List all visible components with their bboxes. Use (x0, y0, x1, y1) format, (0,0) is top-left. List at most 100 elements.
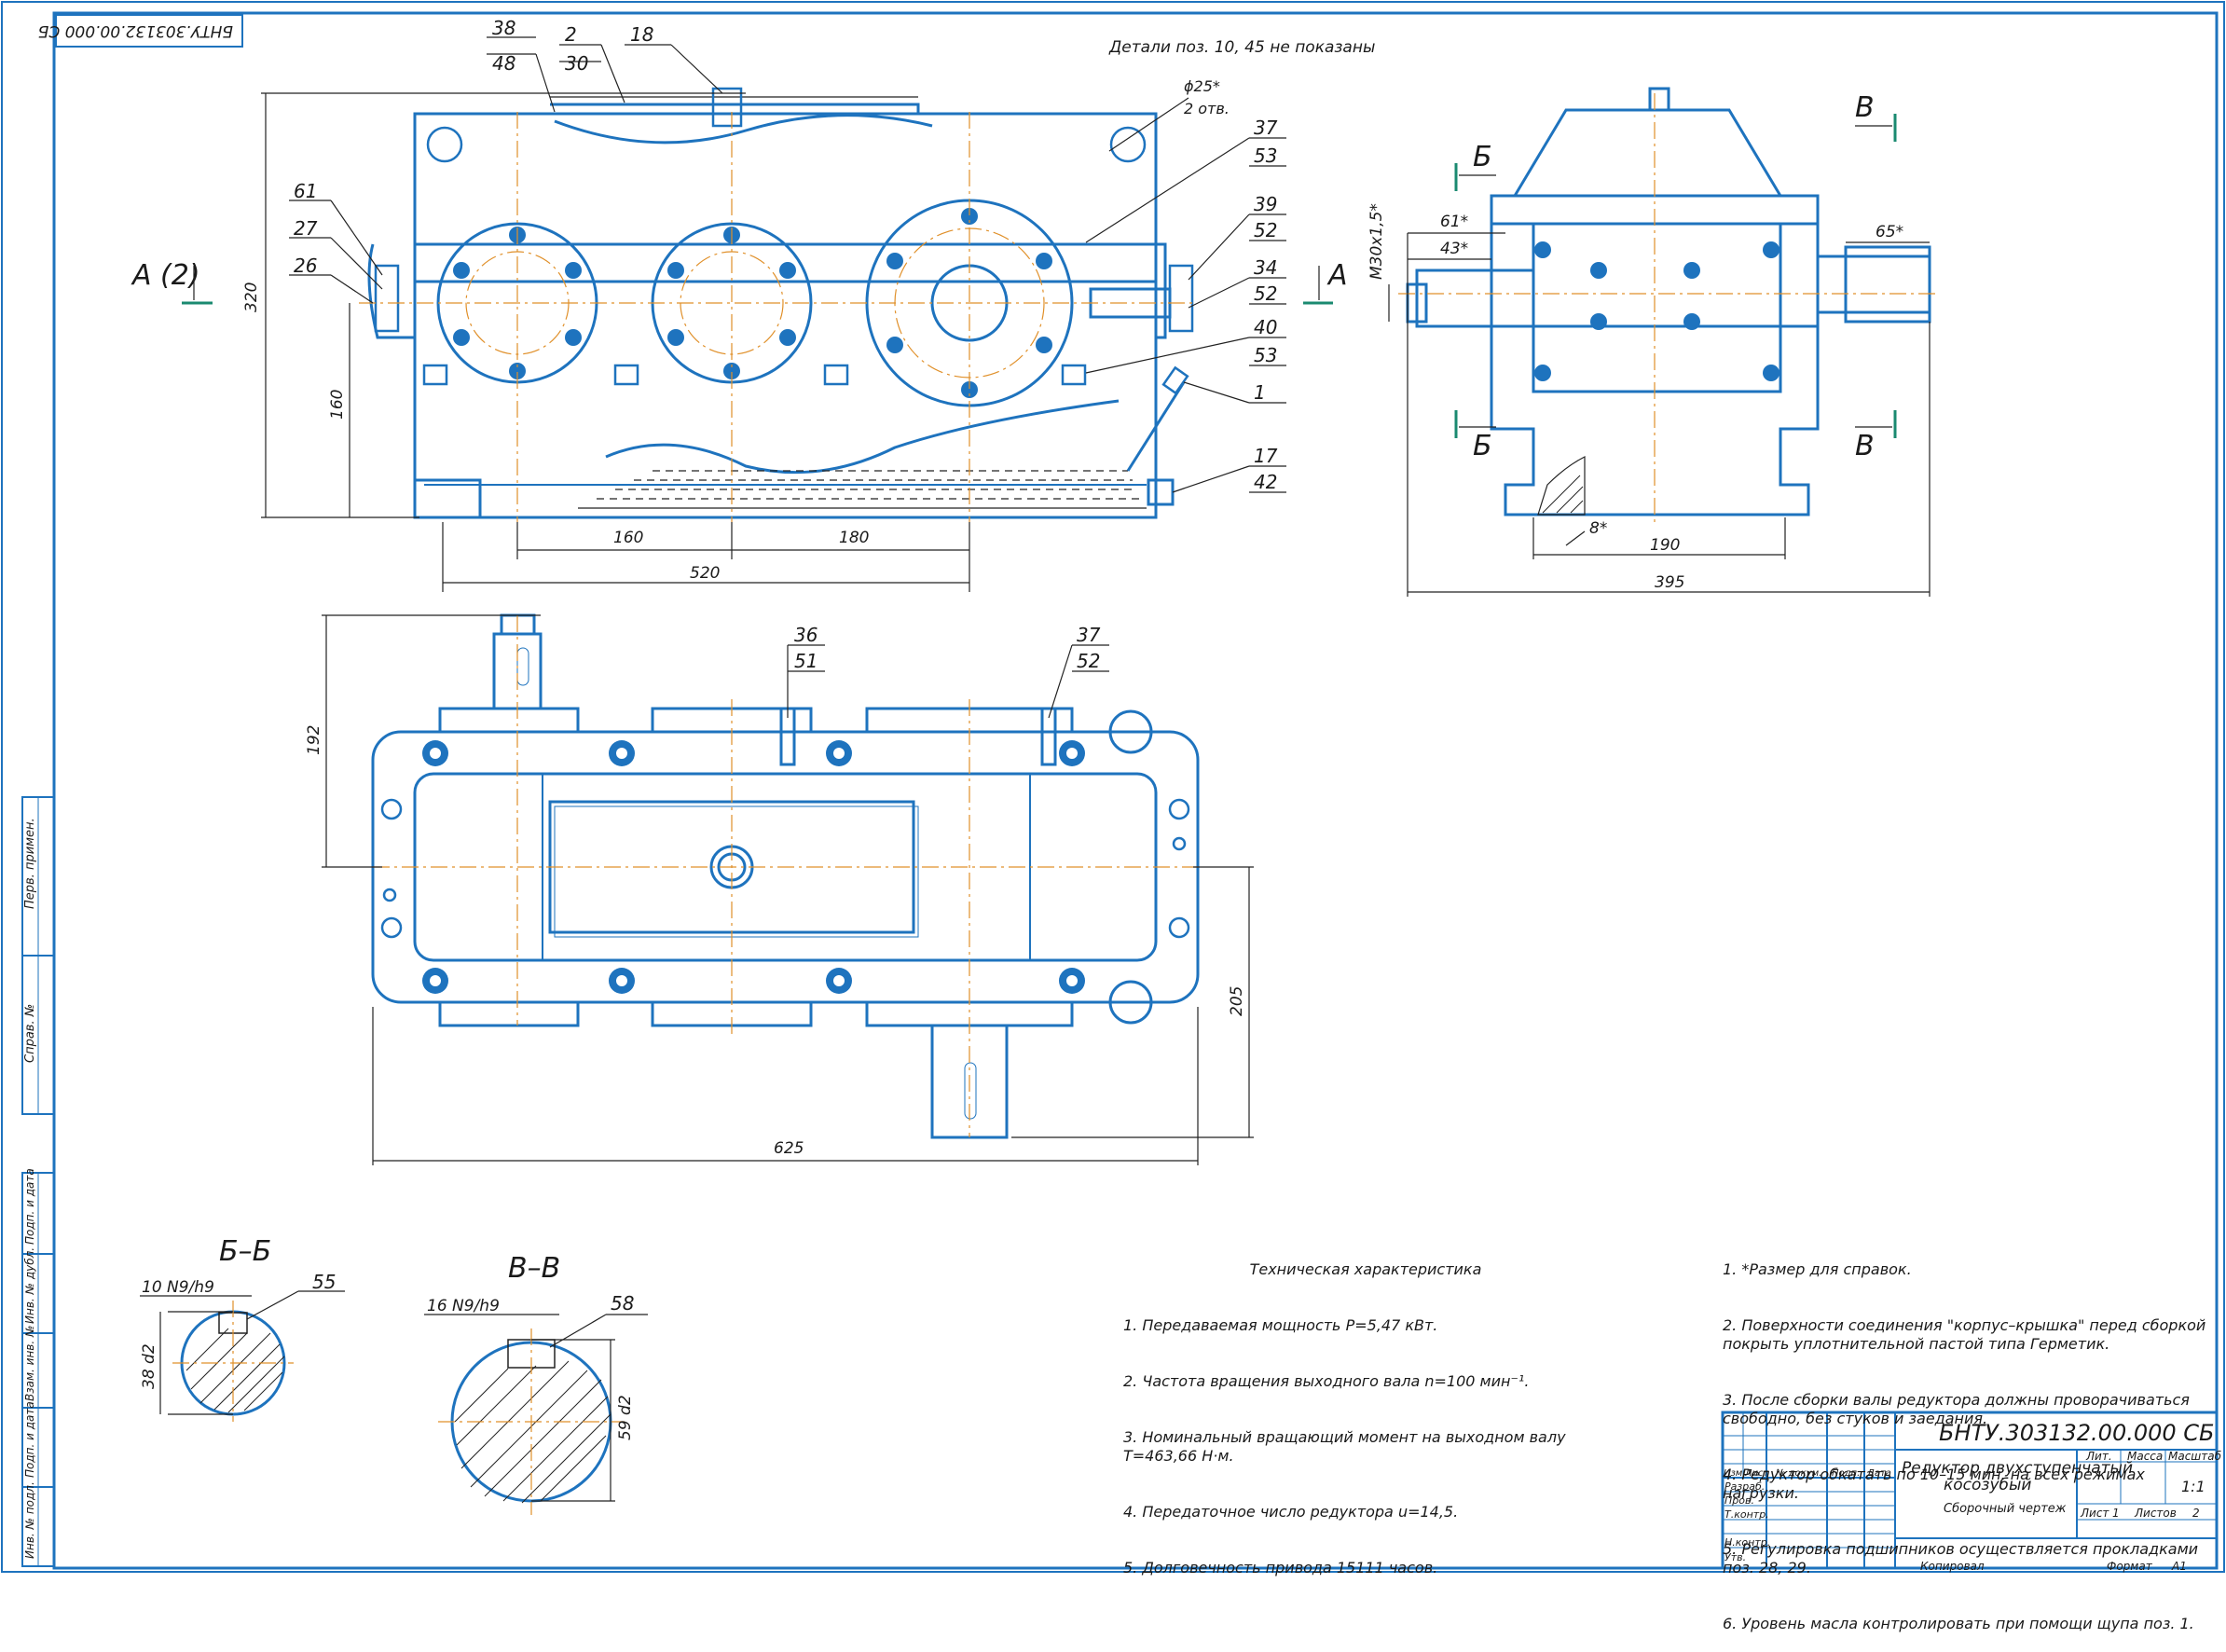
svg-text:Дата: Дата (1866, 1468, 1891, 1479)
tech-characteristics: Техническая характеристика 1. Передаваем… (1123, 1223, 1608, 1596)
tech-req-line: 5. Регулировка подшипников осуществляетс… (1723, 1540, 2204, 1576)
svg-text:38 d2: 38 d2 (140, 1343, 158, 1389)
svg-text:17: 17 (1254, 445, 1278, 467)
svg-text:Перв. примен.: Перв. примен. (23, 818, 37, 909)
section-vv: В–В 16 N9/h9 59 d2 58 (424, 1252, 648, 1515)
svg-text:53: 53 (1254, 344, 1277, 366)
svg-text:40: 40 (1254, 316, 1277, 338)
svg-text:Редуктор двухступенчатый: Редуктор двухступенчатый (1902, 1459, 2133, 1478)
svg-text:Подп.: Подп. (1832, 1468, 1860, 1479)
svg-text:Н.контр.: Н.контр. (1724, 1536, 1770, 1549)
svg-text:Инв. № дубл.: Инв. № дубл. (23, 1247, 36, 1324)
svg-text:Утв.: Утв. (1724, 1551, 1746, 1563)
left-strip: Перв. примен. Справ. № Подп. и дата Инв.… (21, 796, 55, 1567)
side-view (1398, 87, 1939, 522)
svg-text:37: 37 (1254, 117, 1278, 139)
outer-border (1, 1, 2225, 1573)
svg-text:Листов: Листов (2134, 1507, 2177, 1520)
top-drawing-number-box: БНТУ.303132.00.000 СБ (38, 14, 243, 48)
svg-text:Пров.: Пров. (1724, 1494, 1754, 1507)
svg-text:180: 180 (839, 529, 869, 547)
tech-req-line: 4. Редуктор обкатать по 10–15 мин. на вс… (1723, 1466, 2150, 1502)
side-dimensions: 395 190 8* 61* 43* M30x1,5* 65* Б Б В В (1367, 91, 1931, 597)
svg-text:Б–Б: Б–Б (219, 1235, 271, 1268)
svg-text:Сборочный чертеж: Сборочный чертеж (1944, 1502, 2067, 1516)
oil-hatch (578, 470, 1147, 509)
front-callouts: 38 48 2 30 18 61 27 26 37 53 39 52 34 52… (289, 17, 1286, 493)
svg-text:51: 51 (794, 650, 818, 672)
svg-text:27: 27 (294, 217, 318, 240)
svg-text:Подп. и дата: Подп. и дата (23, 1168, 36, 1245)
svg-text:Подп. и дата: Подп. и дата (23, 1401, 36, 1478)
svg-text:37: 37 (1077, 624, 1101, 646)
svg-text:320: 320 (242, 282, 261, 312)
tech-req-line: 6. Уровень масла контролировать при помо… (1723, 1615, 2194, 1632)
svg-text:Масса: Масса (2127, 1450, 2163, 1463)
tech-req-line: 2. Поверхности соединения "корпус–крышка… (1723, 1316, 2211, 1353)
tech-req-line: 3. После сборки валы редуктора должны пр… (1723, 1391, 2195, 1427)
svg-text:53: 53 (1254, 145, 1277, 167)
svg-text:А (2): А (2) (131, 259, 200, 292)
svg-text:Лит.: Лит. (2085, 1450, 2112, 1463)
svg-text:В: В (1855, 91, 1875, 124)
svg-text:2 отв.: 2 отв. (1184, 100, 1230, 117)
svg-text:59 d2: 59 d2 (616, 1395, 635, 1440)
svg-text:205: 205 (1228, 986, 1246, 1016)
svg-text:43*: 43* (1440, 240, 1468, 258)
svg-text:65*: 65* (1876, 223, 1903, 241)
svg-text:190: 190 (1650, 536, 1680, 555)
svg-text:Изм.: Изм. (1724, 1468, 1746, 1479)
svg-text:38: 38 (492, 17, 515, 39)
svg-text:Формат: Формат (2107, 1560, 2153, 1573)
front-view (359, 87, 1194, 522)
svg-text:10 N9/h9: 10 N9/h9 (142, 1278, 214, 1297)
svg-text:Разраб.: Разраб. (1724, 1480, 1765, 1493)
svg-text:В: В (1855, 430, 1875, 462)
svg-text:61: 61 (294, 180, 317, 202)
svg-text:42: 42 (1254, 471, 1277, 493)
title-block: БНТУ.303132.00.000 СБ Редуктор двухступе… (1721, 1411, 2222, 1573)
tech-char-line: 2. Частота вращения выходного вала n=100… (1123, 1372, 1530, 1390)
svg-text:192: 192 (305, 725, 323, 755)
top-dimensions: 192 205 625 36 51 37 52 (305, 614, 1254, 1165)
svg-text:1:1: 1:1 (2181, 1478, 2205, 1495)
section-bb: Б–Б 10 N9/h9 38 d2 55 (140, 1235, 345, 1422)
svg-text:В–В: В–В (508, 1252, 560, 1285)
svg-text:ϕ25*: ϕ25* (1184, 77, 1220, 95)
tech-req-line: 1. *Размер для справок. (1723, 1260, 1912, 1278)
tech-char-line: 4. Передаточное число редуктора u=14,5. (1123, 1503, 1459, 1521)
top-drawing-number: БНТУ.303132.00.000 СБ (38, 21, 233, 40)
svg-text:1: 1 (2112, 1507, 2120, 1520)
tech-char-line: 1. Передаваемая мощность P=5,47 кВт. (1123, 1316, 1438, 1334)
svg-text:2: 2 (2192, 1507, 2200, 1520)
tech-requirements: 1. *Размер для справок. 2. Поверхности с… (1723, 1223, 2207, 1652)
svg-text:160: 160 (613, 529, 643, 547)
svg-text:А: А (1326, 259, 1348, 292)
svg-text:52: 52 (1254, 282, 1277, 305)
svg-text:39: 39 (1254, 193, 1277, 215)
svg-text:Взам. инв. №: Взам. инв. № (23, 1326, 36, 1401)
svg-text:Лист: Лист (1744, 1468, 1770, 1479)
svg-text:18: 18 (630, 23, 653, 46)
svg-text:36: 36 (794, 624, 818, 646)
svg-text:26: 26 (294, 255, 317, 277)
section-a-markers: А (2) А (131, 259, 1348, 305)
svg-text:Справ. №: Справ. № (23, 1004, 37, 1063)
svg-text:2: 2 (565, 23, 577, 46)
svg-text:48: 48 (492, 52, 515, 75)
svg-text:395: 395 (1655, 573, 1684, 592)
svg-text:косозубый: косозубый (1944, 1476, 2031, 1494)
top-note: Детали поз. 10, 45 не показаны (1108, 38, 1375, 57)
front-dimensions: 320 160 160 180 520 ϕ25* 2 отв. (242, 77, 1230, 592)
svg-text:Инв. № подл.: Инв. № подл. (23, 1481, 36, 1559)
svg-text:1: 1 (1254, 381, 1266, 404)
svg-text:Масштаб: Масштаб (2168, 1450, 2222, 1463)
drawing-canvas: БНТУ.303132.00.000 СБ Детали поз. 10, 45… (1, 1, 2225, 1573)
svg-text:625: 625 (774, 1139, 804, 1158)
tech-char-title: Техническая характеристика (1249, 1260, 1482, 1278)
svg-text:Б: Б (1473, 430, 1492, 462)
svg-text:520: 520 (690, 564, 720, 583)
inner-frame (52, 11, 2219, 1570)
svg-text:52: 52 (1254, 219, 1277, 241)
